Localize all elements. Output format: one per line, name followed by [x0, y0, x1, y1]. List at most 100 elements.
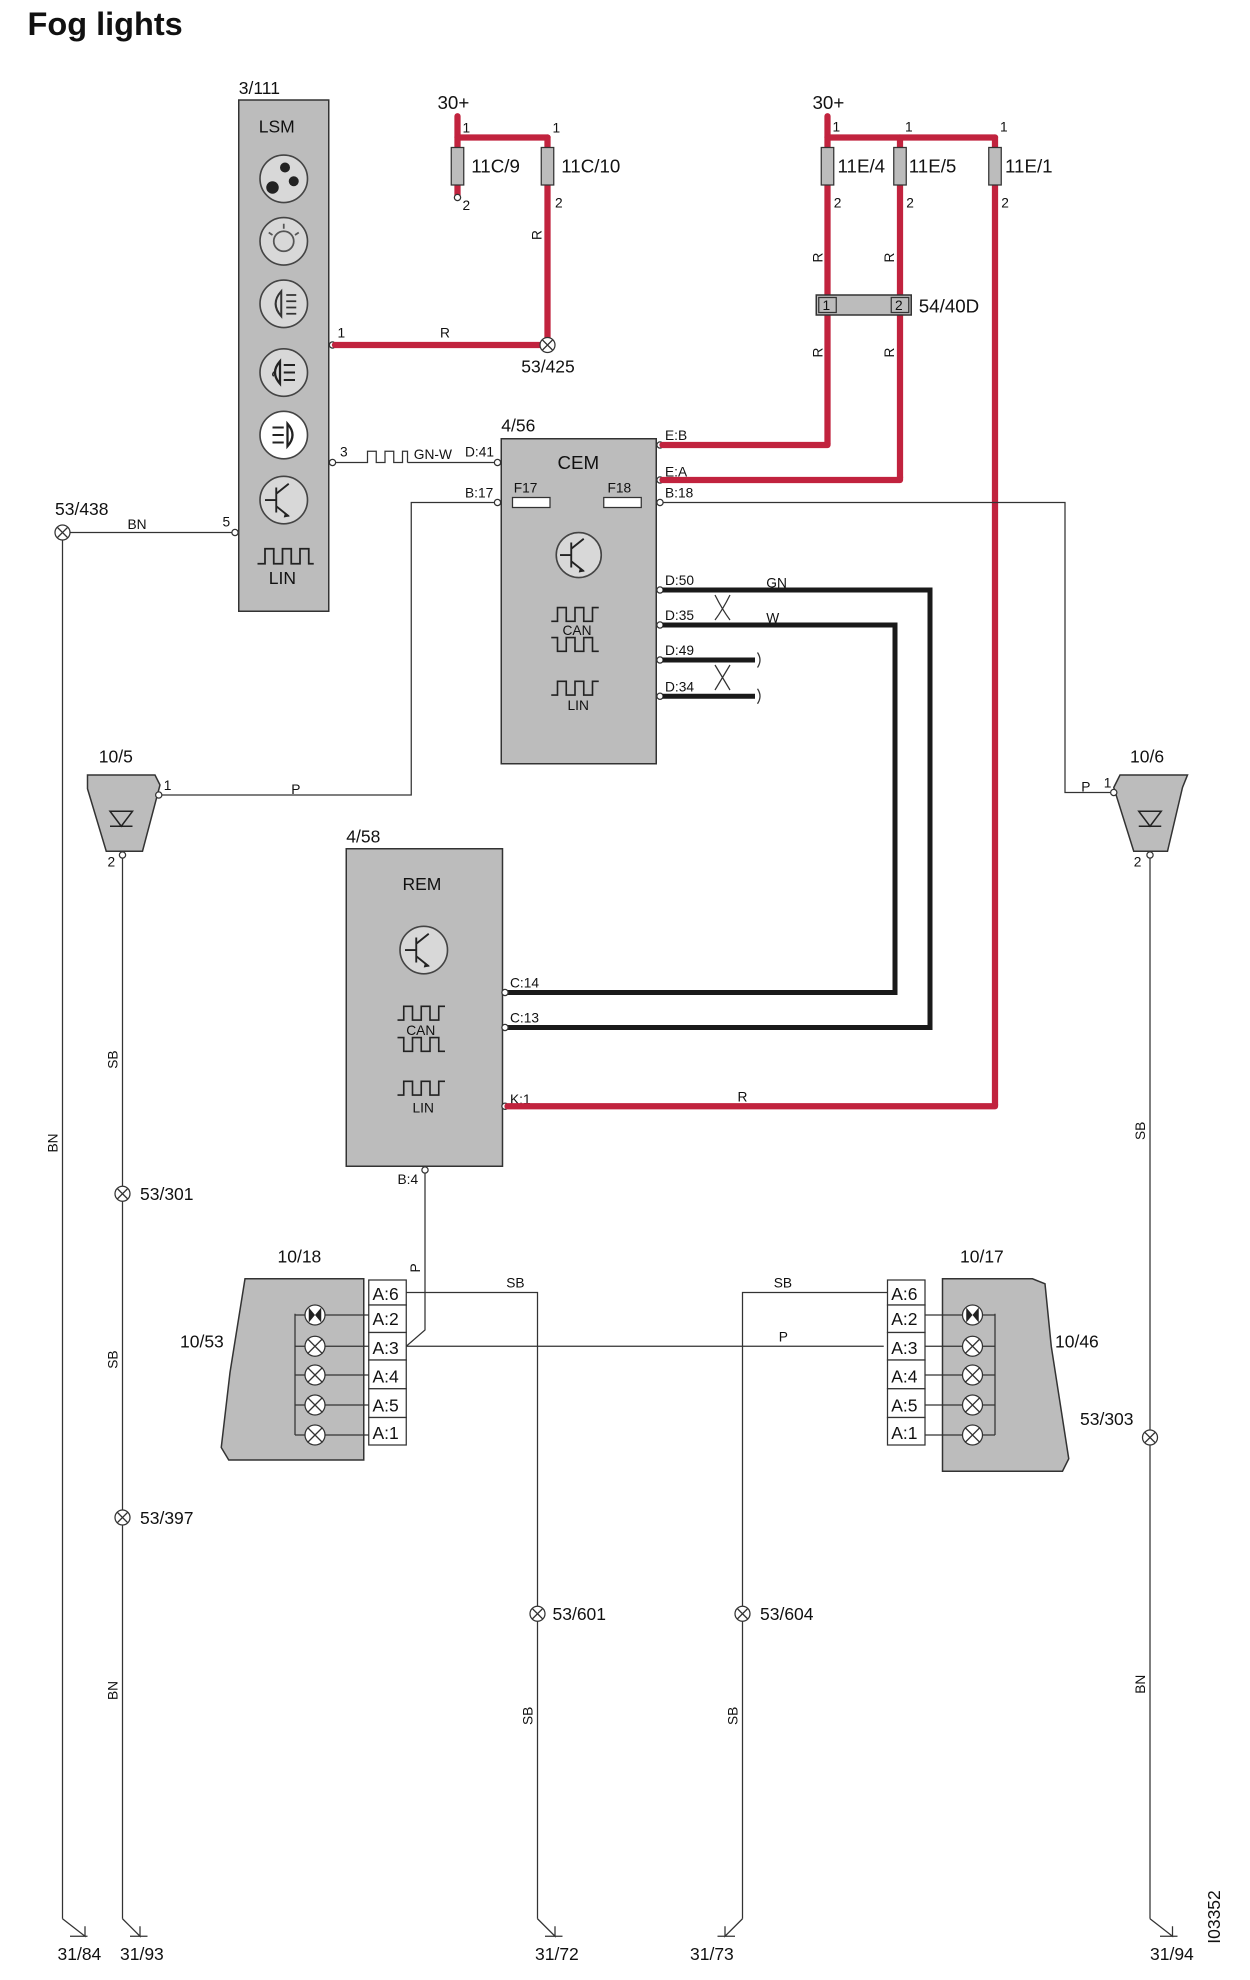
transistor-icon [399, 925, 449, 975]
rem-pin [501, 1023, 509, 1032]
fuse-11c10 [540, 146, 555, 186]
wire-color-label: BN [1133, 1675, 1148, 1694]
wire-end-marker [756, 652, 761, 705]
cem-pin-label: D:49 [665, 643, 694, 658]
wire-color-label: SB [726, 1707, 741, 1725]
document-id: I03352 [1204, 1890, 1224, 1944]
rear-lamp-pin-label: A:1 [891, 1423, 917, 1443]
cem-ref: 4/56 [501, 415, 535, 435]
fuse-pin-label: 2 [834, 196, 842, 211]
wire-color-label: SB [1133, 1122, 1148, 1140]
wire-color-label: BN [128, 517, 147, 532]
cem-pin [656, 621, 664, 629]
cem-pin [493, 498, 502, 507]
fuse-label-11c9: 11C/9 [471, 156, 520, 177]
cem-pin [656, 498, 664, 507]
light-switch-icon [259, 154, 309, 204]
fog-lamp-ref: 10/6 [1130, 747, 1164, 767]
wire-color-label: P [779, 1329, 788, 1344]
wire-color-label: SB [506, 1276, 524, 1291]
rear-lamp-pin-label: A:5 [373, 1395, 399, 1415]
transistor-icon [259, 475, 309, 525]
rem-name: REM [403, 874, 442, 894]
fuse-pin-label: 1 [463, 121, 471, 136]
fuse-label-11e5: 11E/5 [909, 156, 957, 177]
rem-lin-label: LIN [413, 1101, 434, 1116]
rem-ref: 4/58 [346, 827, 380, 847]
lin-bus-icon [397, 1080, 445, 1096]
splice-label: 53/301 [140, 1184, 194, 1204]
splice-label: 53/601 [553, 1604, 607, 1624]
rear-lamp-pin-label: A:1 [373, 1423, 399, 1443]
wire-color-label: SB [106, 1050, 121, 1068]
splice-53-604 [734, 1605, 751, 1622]
rem-box [345, 848, 504, 1167]
splice-53-425 [539, 336, 556, 354]
fog-lamp-10-6: 10/6 1 2 [1104, 747, 1189, 869]
splice-53-303 [1141, 1429, 1159, 1446]
wire-10-18-a6-ground [406, 1291, 539, 1919]
diagram-title: Fog lights [28, 6, 183, 42]
power-label-right: 30+ [813, 92, 845, 113]
cem-fuse-label: F17 [514, 481, 538, 496]
cem-can-label: CAN [563, 623, 592, 638]
lsm-pin-label: 1 [338, 326, 346, 341]
power-label-left: 30+ [438, 92, 470, 113]
fuse-11c9 [450, 146, 465, 186]
wire-color-label: R [882, 253, 897, 263]
wire-cem-b18-to-10-6 [662, 501, 1110, 794]
wire-color-label: P [291, 782, 300, 797]
wire-can-d50-to-rem-c13 [505, 587, 933, 1030]
wire-color-label: R [811, 348, 826, 358]
fuse-label-11e1: 11E/1 [1005, 156, 1053, 177]
rear-lamp-pin-label: A:2 [373, 1309, 399, 1329]
wire-color-label: R [529, 230, 544, 240]
lsm-name: LSM [259, 117, 295, 137]
splice-label: 53/604 [760, 1604, 814, 1624]
fog-lamp-pin-label: 1 [1104, 776, 1112, 791]
rem-pin [501, 988, 509, 997]
rear-lamp-side-ref: 10/53 [180, 1332, 224, 1352]
fuse-pin-label: 2 [555, 196, 563, 211]
bulb-row [925, 1304, 995, 1446]
lin-bus-icon [551, 680, 599, 696]
dashboard-light-icon [259, 216, 309, 266]
fog-lamp-ref: 10/5 [99, 747, 133, 767]
rear-fog-icon [259, 410, 309, 460]
fuse-pin-label: 1 [833, 119, 841, 134]
rem-pin-label: C:13 [510, 1011, 539, 1026]
headlamp-icon [259, 279, 309, 329]
rear-lamp-ref: 10/17 [960, 1247, 1004, 1267]
ground-label: 31/72 [535, 1944, 579, 1964]
cem-pin [656, 692, 664, 700]
left-pin-column: A:6 A:2 A:3 A:4 A:5 A:1 [368, 1279, 407, 1446]
twisted-pair-marker [714, 594, 731, 621]
lsm-pin-label: 5 [223, 514, 231, 529]
wire-color-label: SB [774, 1276, 792, 1291]
fuse-label-11e4: 11E/4 [838, 156, 886, 177]
wire-color-label: W [766, 611, 779, 626]
rem-pin-label: B:4 [398, 1172, 419, 1187]
connector-label-54-40d: 54/40D [919, 296, 979, 317]
fuse-11e1 [988, 146, 1002, 186]
cem-pin [656, 586, 664, 594]
cem-pin-label: D:34 [665, 679, 694, 694]
splice-53-397 [114, 1509, 131, 1526]
fog-lamp-pin-label: 1 [164, 778, 172, 793]
lsm-lin-label: LIN [269, 568, 296, 588]
ground-label: 31/93 [120, 1944, 164, 1964]
cem-pin-label: B:17 [465, 486, 493, 501]
cem-module: 4/56 CEM F17 F18 CAN LIN E:B E:A B:18 B:… [465, 415, 694, 765]
wire-color-label: BN [46, 1133, 61, 1152]
fuse-terminal [453, 193, 462, 202]
wire-rem-b4-to-rear-a3 [404, 1172, 884, 1347]
rear-lamp-ref: 10/18 [278, 1247, 322, 1267]
rear-lamp-pin-label: A:4 [373, 1367, 400, 1387]
wire-color-label: R [440, 326, 450, 341]
rem-pin-label: K:1 [510, 1092, 531, 1107]
can-bus-icon [397, 1005, 445, 1053]
rear-lamp-pin-label: A:6 [373, 1284, 399, 1304]
cem-name: CEM [558, 452, 600, 473]
splice-53-601 [529, 1605, 546, 1622]
cem-pin-label: E:B [665, 428, 687, 443]
